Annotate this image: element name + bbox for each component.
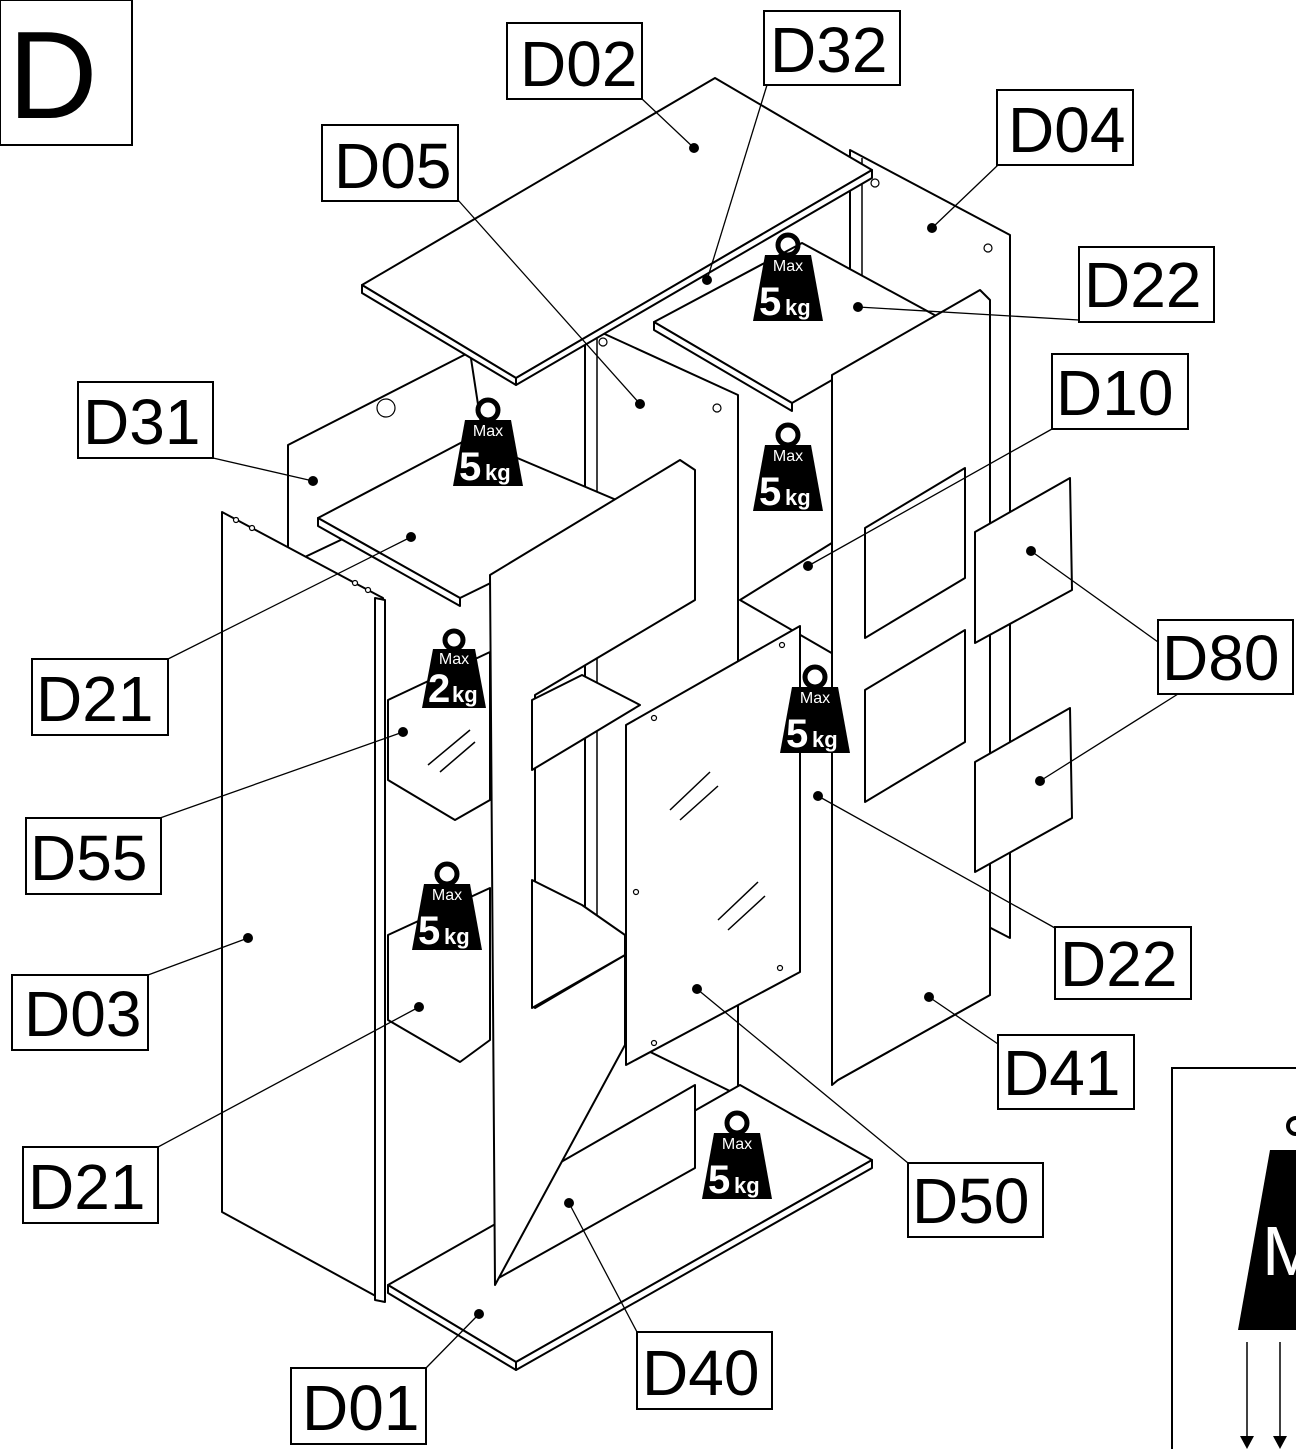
label-d32: D32 <box>763 10 901 86</box>
svg-text:Max: Max <box>473 423 503 440</box>
load-warning-inset: M <box>1171 1067 1296 1449</box>
label-d21-lower: D21 <box>22 1146 159 1224</box>
label-d01: D01 <box>290 1367 427 1445</box>
svg-text:D10: D10 <box>1056 357 1173 429</box>
label-d05: D05 <box>321 124 459 202</box>
svg-text:Max: Max <box>722 1136 752 1153</box>
svg-text:Max: Max <box>439 651 469 668</box>
part-labels: D02 D32 D05 D04 D22 D31 D10 D21 D80 D55 … <box>11 10 1294 1445</box>
label-d10: D10 <box>1051 353 1189 430</box>
svg-text:Max: Max <box>773 448 803 465</box>
svg-text:5: 5 <box>759 280 781 324</box>
svg-text:D01: D01 <box>302 1372 419 1444</box>
svg-text:kg: kg <box>444 924 470 949</box>
label-d04: D04 <box>996 89 1134 166</box>
svg-text:D22: D22 <box>1060 928 1177 1000</box>
svg-text:kg: kg <box>734 1173 760 1198</box>
svg-text:D41: D41 <box>1003 1037 1120 1109</box>
inset-max-text: M <box>1262 1212 1296 1290</box>
label-d22-top: D22 <box>1078 246 1215 323</box>
svg-text:5: 5 <box>459 445 481 489</box>
label-d40: D40 <box>636 1331 773 1410</box>
svg-text:5: 5 <box>759 470 781 514</box>
svg-text:D04: D04 <box>1008 94 1125 166</box>
svg-text:D40: D40 <box>642 1337 759 1409</box>
svg-text:5: 5 <box>708 1158 730 1202</box>
step-letter: D <box>8 7 98 145</box>
weight-icon: Max 2 kg <box>422 628 486 711</box>
label-d22-right: D22 <box>1054 926 1192 1000</box>
svg-text:D03: D03 <box>24 978 141 1050</box>
drawer-front-d80-upper <box>974 477 1073 644</box>
label-d41: D41 <box>997 1034 1135 1110</box>
front-frame-middle <box>489 459 696 1286</box>
svg-text:5: 5 <box>418 909 440 953</box>
svg-text:kg: kg <box>785 295 811 320</box>
large-weight-icon <box>1238 1150 1296 1330</box>
label-d80: D80 <box>1157 619 1294 695</box>
svg-text:D55: D55 <box>30 822 147 894</box>
label-d02: D02 <box>506 22 643 100</box>
weight-icon: Max 5 kg <box>412 861 482 953</box>
svg-text:2: 2 <box>428 667 450 711</box>
leader-lines <box>147 84 1179 1369</box>
svg-text:kg: kg <box>452 682 478 707</box>
svg-text:D21: D21 <box>36 663 153 735</box>
svg-text:kg: kg <box>785 485 811 510</box>
svg-text:D02: D02 <box>520 28 637 100</box>
weight-icon: Max 5 kg <box>702 1110 772 1202</box>
cabinet-exploded-view <box>221 77 1073 1371</box>
svg-text:D80: D80 <box>1162 622 1279 694</box>
step-letter-box: D <box>0 0 133 146</box>
svg-text:Max: Max <box>773 258 803 275</box>
svg-text:D05: D05 <box>334 130 451 202</box>
svg-text:Max: Max <box>800 690 830 707</box>
svg-text:D22: D22 <box>1084 249 1201 321</box>
label-d31: D31 <box>77 381 214 459</box>
glass-door-d50 <box>625 625 801 1066</box>
label-d50: D50 <box>907 1162 1044 1238</box>
svg-text:D21: D21 <box>28 1151 145 1223</box>
svg-text:D32: D32 <box>770 14 887 86</box>
weight-icon: Max 5 kg <box>753 422 823 514</box>
weight-icon: Max 5 kg <box>780 664 850 756</box>
max-load-icons: Max 5 kg Max 5 kg Max 5 kg Max 2 kg <box>412 232 850 1202</box>
weight-icon: Max 5 kg <box>753 232 823 324</box>
label-d03: D03 <box>11 974 149 1051</box>
svg-text:Max: Max <box>432 887 462 904</box>
svg-text:D31: D31 <box>83 386 200 458</box>
side-panel-d03 <box>221 511 384 1301</box>
drawer-front-d80-lower <box>974 707 1073 873</box>
svg-text:5: 5 <box>786 712 808 756</box>
weight-icon: Max 5 kg <box>453 397 523 489</box>
svg-text:kg: kg <box>812 727 838 752</box>
svg-text:D50: D50 <box>912 1165 1029 1237</box>
svg-text:kg: kg <box>485 460 511 485</box>
label-d21-upper: D21 <box>31 658 169 736</box>
label-d55: D55 <box>25 817 162 895</box>
